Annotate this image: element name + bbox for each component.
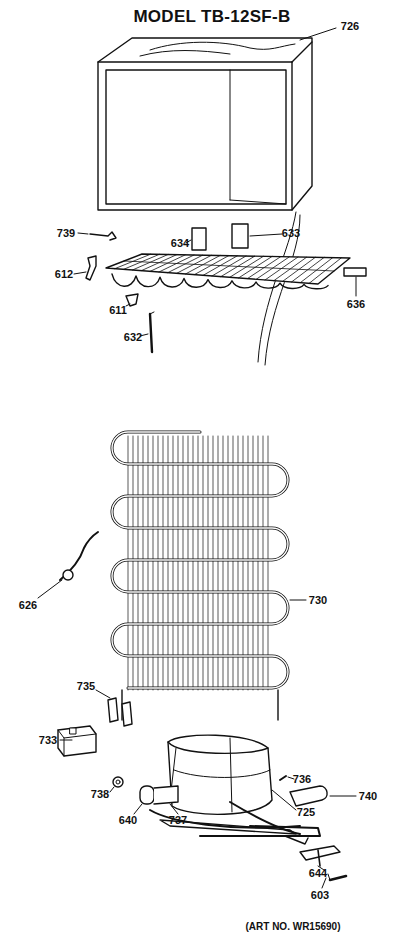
wire-stroke xyxy=(218,436,219,690)
wire-stroke xyxy=(203,436,204,690)
callout-number: 725 xyxy=(297,807,315,818)
callout-number: 612 xyxy=(55,269,73,280)
wire-stroke xyxy=(188,436,189,690)
wire-stroke xyxy=(148,436,149,690)
callout-number: 737 xyxy=(169,815,187,826)
callout-number: 733 xyxy=(39,735,57,746)
wire-stroke xyxy=(233,436,234,690)
wire-stroke xyxy=(183,436,184,690)
callout-number: 726 xyxy=(341,21,359,32)
callout-number: 730 xyxy=(309,595,327,606)
art-number-caption: (ART NO. WR15690) xyxy=(245,922,340,932)
wire-stroke xyxy=(198,436,199,690)
wire-stroke xyxy=(248,436,249,690)
callout-number: 636 xyxy=(347,299,365,310)
wire-stroke xyxy=(158,436,159,690)
wire-stroke xyxy=(193,436,194,690)
wire-stroke xyxy=(268,436,269,690)
callout-number: 626 xyxy=(19,600,37,611)
callout-number: 603 xyxy=(311,890,329,901)
wire-stroke xyxy=(133,436,134,690)
evaporator-shelf xyxy=(106,254,350,289)
wire-stroke xyxy=(208,436,209,690)
wire-stroke xyxy=(243,436,244,690)
wire-stroke xyxy=(228,436,229,690)
wire-stroke xyxy=(124,261,334,271)
wire-stroke xyxy=(138,436,139,690)
callout-number: 739 xyxy=(57,228,75,239)
wire-stroke xyxy=(258,436,259,690)
callout-number: 634 xyxy=(171,238,189,249)
wire-stroke xyxy=(163,436,164,690)
callout-number: 644 xyxy=(309,868,327,879)
wire-stroke xyxy=(168,436,169,690)
wire-stroke xyxy=(263,436,264,690)
callout-number: 611 xyxy=(109,305,127,316)
diagram-title: MODEL TB-12SF-B xyxy=(133,8,290,25)
callout-number: 740 xyxy=(359,791,377,802)
condenser-coil xyxy=(112,432,288,720)
wire-stroke xyxy=(153,436,154,690)
wire-stroke xyxy=(178,436,179,690)
wire-stroke xyxy=(128,436,129,690)
wire-stroke xyxy=(223,436,224,690)
callout-number: 632 xyxy=(124,332,142,343)
callout-number: 640 xyxy=(119,815,137,826)
wire-stroke xyxy=(213,436,214,690)
wire-stroke xyxy=(253,436,254,690)
wire-stroke xyxy=(173,436,174,690)
cabinet-liner xyxy=(98,38,312,210)
wire-stroke xyxy=(238,436,239,690)
compressor xyxy=(150,735,320,844)
callout-number: 735 xyxy=(77,681,95,692)
callout-number: 633 xyxy=(282,228,300,239)
wire-stroke xyxy=(143,436,144,690)
callout-number: 738 xyxy=(91,789,109,800)
callout-number: 736 xyxy=(293,774,311,785)
